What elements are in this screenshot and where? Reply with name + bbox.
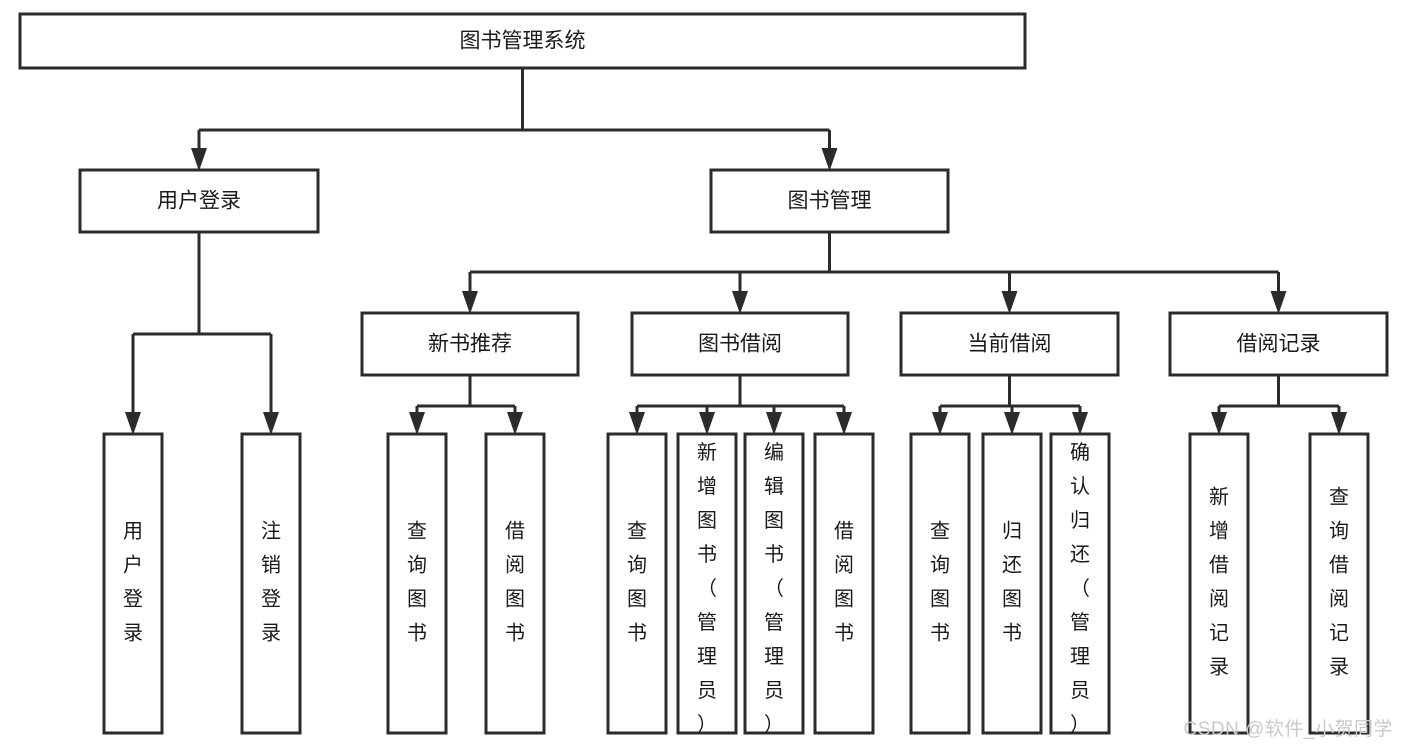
node-label-leaf-add-book: 新增图书（管理员） bbox=[697, 441, 717, 736]
node-label-root: 图书管理系统 bbox=[460, 30, 586, 53]
connector-layer bbox=[125, 68, 1347, 435]
node-box-leaf-borrow-book-2[interactable] bbox=[813, 432, 875, 735]
node-leaf-user-logout[interactable]: 注销登录 bbox=[240, 432, 302, 735]
node-label-book-borrow: 图书借阅 bbox=[698, 333, 782, 356]
watermark-label: CSDN @软件_小贺同学 bbox=[1183, 719, 1393, 740]
node-leaf-return-book[interactable]: 归还图书 bbox=[981, 432, 1043, 735]
connector-group bbox=[409, 375, 523, 435]
node-label-leaf-query-book-2: 查询图书 bbox=[627, 520, 647, 645]
node-box-leaf-borrow-book-1[interactable] bbox=[484, 432, 546, 735]
node-box-leaf-query-book-2[interactable] bbox=[606, 432, 668, 735]
node-box-book-borrow[interactable] bbox=[630, 311, 850, 377]
node-label-leaf-borrow-book-1: 借阅图书 bbox=[505, 520, 525, 645]
node-box-new-book-rec[interactable] bbox=[360, 311, 580, 377]
node-box-user-login[interactable] bbox=[78, 168, 320, 234]
node-box-leaf-return-book[interactable] bbox=[981, 432, 1043, 735]
node-leaf-borrow-book-2[interactable]: 借阅图书 bbox=[813, 432, 875, 735]
node-box-book-manage[interactable] bbox=[709, 168, 950, 234]
node-leaf-borrow-book-1[interactable]: 借阅图书 bbox=[484, 432, 546, 735]
connector-group bbox=[462, 232, 1287, 314]
node-box-borrow-record[interactable] bbox=[1168, 311, 1389, 377]
node-label-user-login: 用户登录 bbox=[157, 190, 241, 213]
node-root[interactable]: 图书管理系统 bbox=[18, 12, 1027, 70]
node-label-leaf-borrow-book-2: 借阅图书 bbox=[834, 520, 854, 645]
node-label-leaf-query-book-1: 查询图书 bbox=[407, 520, 427, 645]
node-user-login[interactable]: 用户登录 bbox=[78, 168, 320, 234]
node-box-leaf-query-book-1[interactable] bbox=[386, 432, 448, 735]
node-label-leaf-user-login: 用户登录 bbox=[123, 521, 143, 645]
node-leaf-query-book-1[interactable]: 查询图书 bbox=[386, 432, 448, 735]
node-box-current-borrow[interactable] bbox=[899, 311, 1120, 377]
node-label-leaf-query-book-3: 查询图书 bbox=[930, 520, 950, 645]
node-label-leaf-confirm-return: 确认归还（管理员） bbox=[1070, 441, 1090, 736]
connector-group bbox=[125, 232, 279, 435]
node-book-manage[interactable]: 图书管理 bbox=[709, 168, 950, 234]
connector-group bbox=[932, 375, 1088, 435]
node-box-leaf-edit-book[interactable] bbox=[743, 432, 805, 735]
node-label-leaf-user-logout: 注销登录 bbox=[261, 520, 281, 645]
node-label-new-book-rec: 新书推荐 bbox=[428, 333, 512, 356]
node-box-root[interactable] bbox=[18, 12, 1027, 70]
node-layer: 图书管理系统用户登录图书管理新书推荐图书借阅当前借阅借阅记录用户登录注销登录查询… bbox=[18, 12, 1389, 736]
node-new-book-rec[interactable]: 新书推荐 bbox=[360, 311, 580, 377]
node-current-borrow[interactable]: 当前借阅 bbox=[899, 311, 1120, 377]
node-leaf-confirm-return[interactable]: 确认归还（管理员） bbox=[1049, 432, 1111, 736]
node-leaf-add-record[interactable]: 新增借阅记录 bbox=[1188, 432, 1250, 735]
node-leaf-query-book-3[interactable]: 查询图书 bbox=[909, 432, 971, 735]
node-label-leaf-query-record: 查询借阅记录 bbox=[1329, 486, 1349, 679]
node-box-leaf-user-logout[interactable] bbox=[240, 432, 302, 735]
node-label-borrow-record: 借阅记录 bbox=[1237, 333, 1321, 356]
node-label-book-manage: 图书管理 bbox=[788, 190, 872, 213]
node-leaf-query-record[interactable]: 查询借阅记录 bbox=[1308, 432, 1370, 735]
node-label-leaf-edit-book: 编辑图书（管理员） bbox=[764, 441, 784, 736]
node-leaf-user-login[interactable]: 用户登录 bbox=[102, 432, 164, 735]
node-label-leaf-add-record: 新增借阅记录 bbox=[1209, 486, 1229, 679]
node-book-borrow[interactable]: 图书借阅 bbox=[630, 311, 850, 377]
node-label-leaf-return-book: 归还图书 bbox=[1002, 520, 1022, 645]
node-label-current-borrow: 当前借阅 bbox=[968, 333, 1052, 356]
connector-group bbox=[629, 375, 852, 435]
node-box-leaf-user-login[interactable] bbox=[102, 432, 164, 735]
node-leaf-query-book-2[interactable]: 查询图书 bbox=[606, 432, 668, 735]
node-leaf-edit-book[interactable]: 编辑图书（管理员） bbox=[743, 432, 805, 736]
node-leaf-add-book[interactable]: 新增图书（管理员） bbox=[676, 432, 738, 736]
connector-group bbox=[1211, 375, 1347, 435]
node-borrow-record[interactable]: 借阅记录 bbox=[1168, 311, 1389, 377]
node-box-leaf-add-record[interactable] bbox=[1188, 432, 1250, 735]
connector-group bbox=[191, 68, 838, 171]
node-box-leaf-add-book[interactable] bbox=[676, 432, 738, 735]
node-box-leaf-query-book-3[interactable] bbox=[909, 432, 971, 735]
node-box-leaf-confirm-return[interactable] bbox=[1049, 432, 1111, 735]
node-box-leaf-query-record[interactable] bbox=[1308, 432, 1370, 735]
